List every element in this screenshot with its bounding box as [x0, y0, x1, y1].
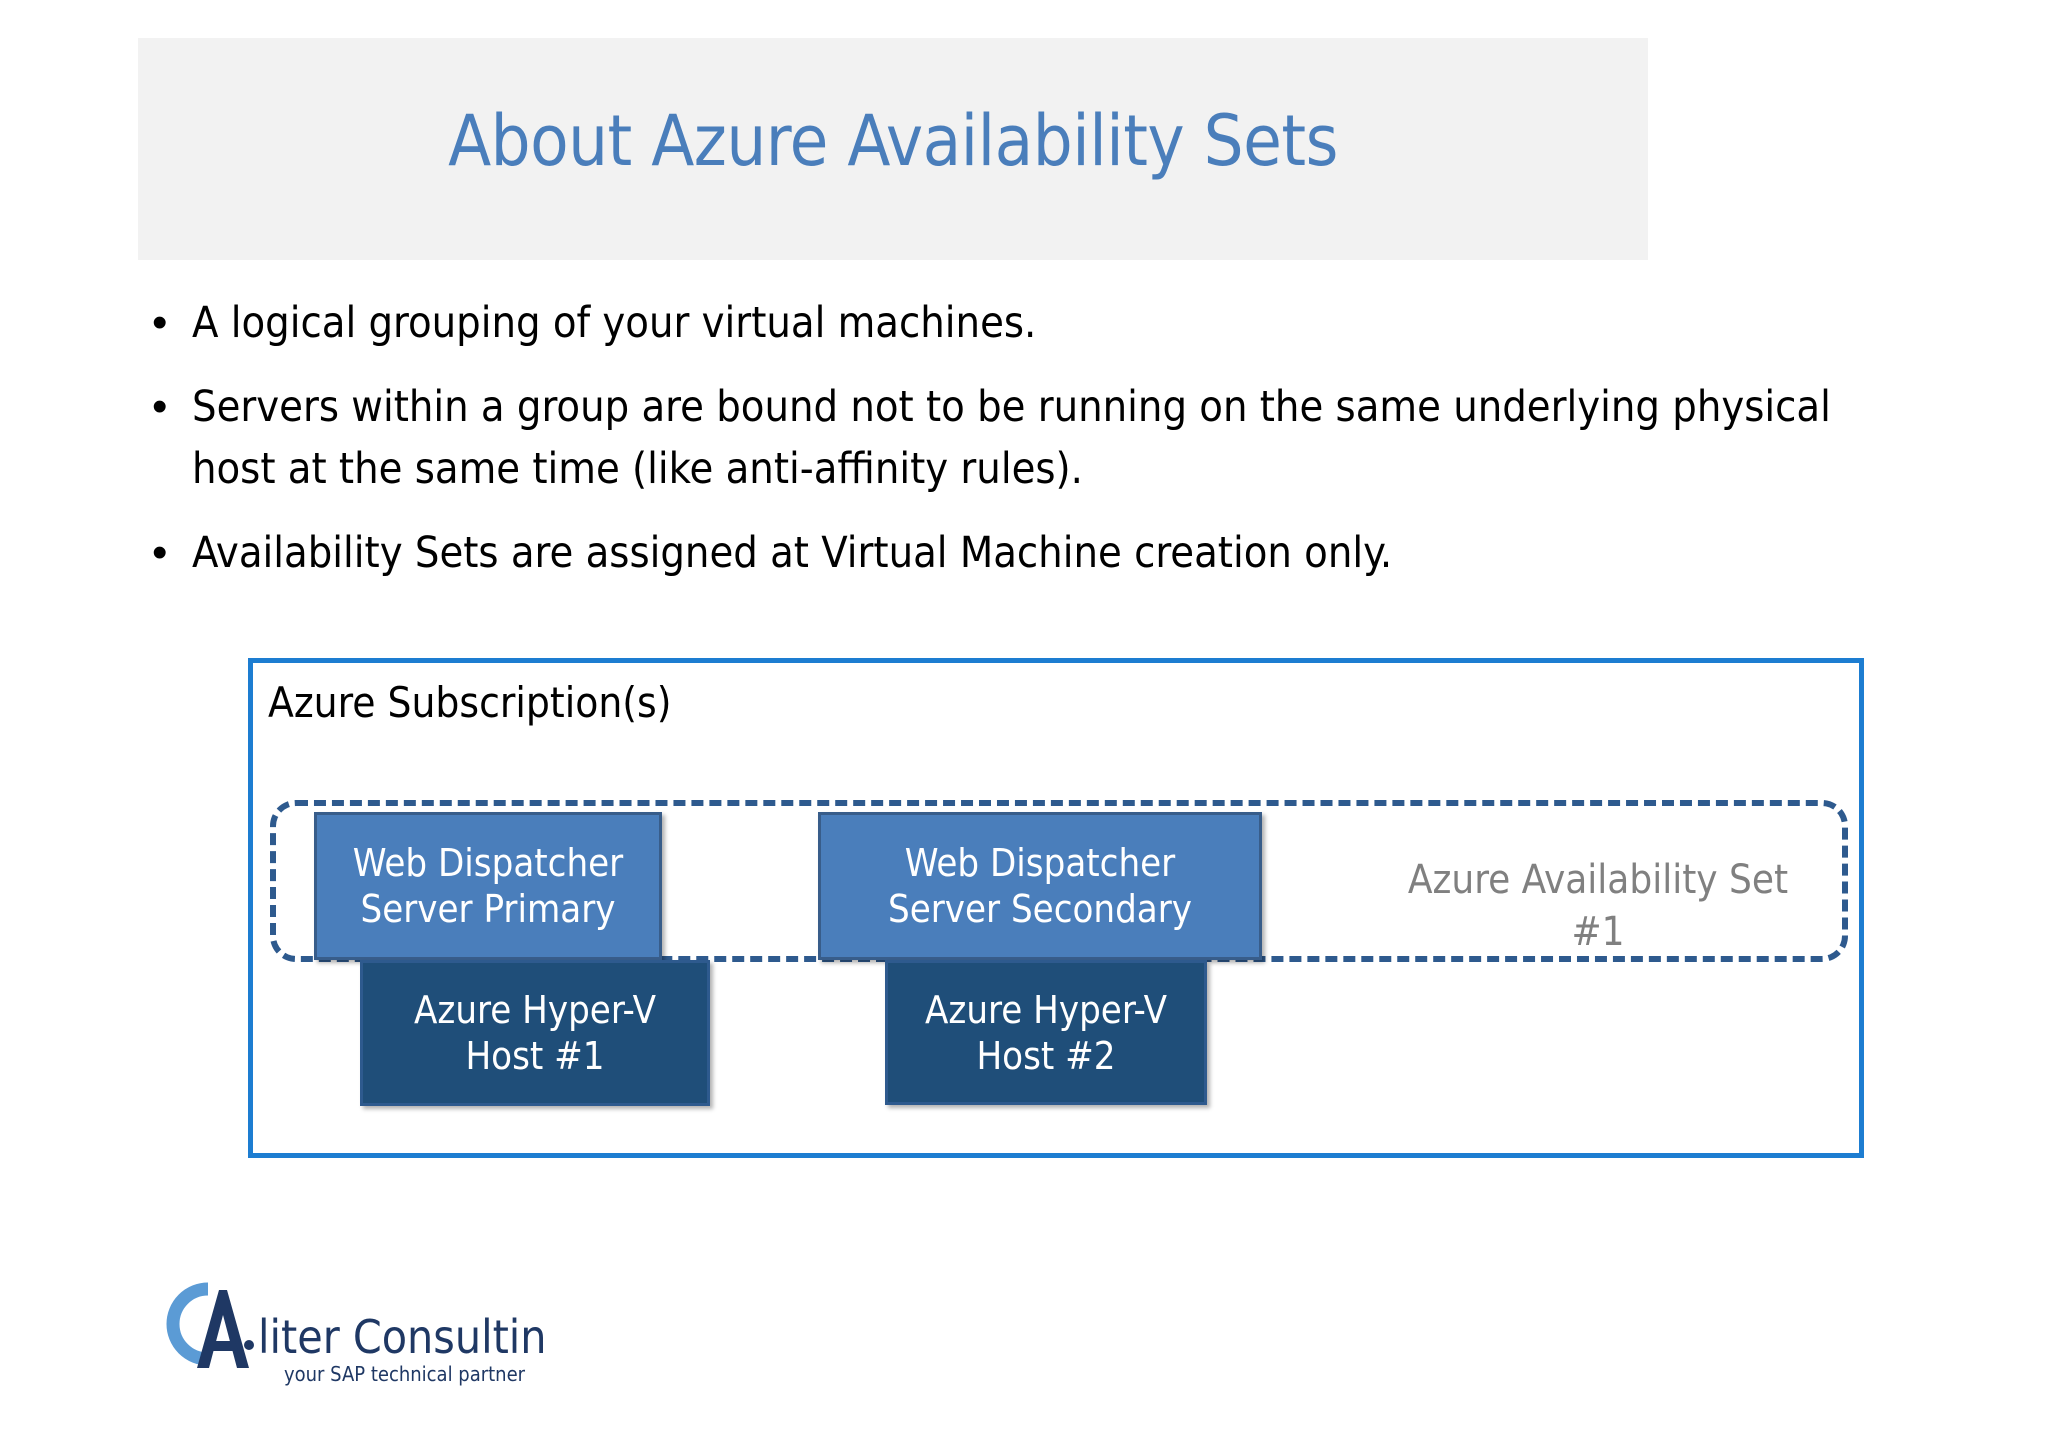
- logo-tagline: your SAP technical partner: [284, 1362, 526, 1386]
- bullet-marker-icon: •: [152, 298, 168, 347]
- vm-box-web-dispatcher-primary: Web Dispatcher Server Primary: [314, 812, 662, 960]
- vm-box-web-dispatcher-secondary: Web Dispatcher Server Secondary: [818, 812, 1262, 960]
- page-title: About Azure Availability Sets: [448, 100, 1338, 182]
- aliter-consulting-logo-icon: liter Consulting your SAP technical part…: [166, 1282, 545, 1386]
- architecture-diagram: Azure Subscription(s) Azure Availability…: [248, 658, 1864, 1158]
- company-logo: liter Consulting your SAP technical part…: [145, 1275, 545, 1390]
- logo-wordmark: liter Consulting: [258, 1310, 545, 1364]
- bullet-text: A logical grouping of your virtual machi…: [192, 298, 1037, 348]
- bullet-list: • A logical grouping of your virtual mac…: [140, 292, 1890, 606]
- host-box-hyperv-1: Azure Hyper-V Host #1: [360, 960, 710, 1106]
- host-box-hyperv-2: Azure Hyper-V Host #2: [885, 960, 1207, 1105]
- bullet-text: Servers within a group are bound not to …: [192, 382, 1831, 494]
- list-item: • Availability Sets are assigned at Virt…: [140, 522, 1890, 584]
- bullet-marker-icon: •: [152, 528, 168, 577]
- list-item: • Servers within a group are bound not t…: [140, 376, 1890, 500]
- azure-subscription-label: Azure Subscription(s): [268, 678, 672, 727]
- title-band: [138, 38, 1648, 260]
- bullet-marker-icon: •: [152, 382, 168, 431]
- bullet-text: Availability Sets are assigned at Virtua…: [192, 528, 1393, 578]
- availability-set-label: Azure Availability Set #1: [1407, 857, 1789, 955]
- list-item: • A logical grouping of your virtual mac…: [140, 292, 1890, 354]
